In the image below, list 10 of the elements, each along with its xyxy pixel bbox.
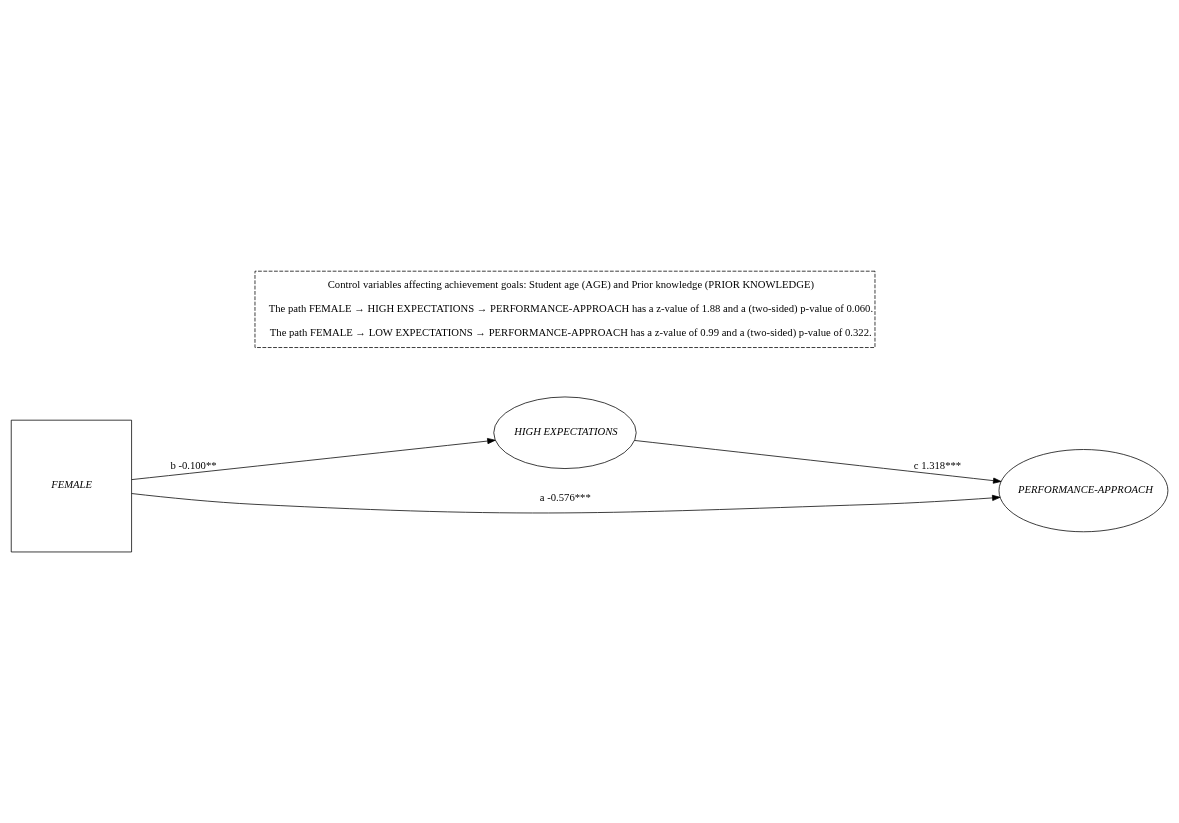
node-ellipse: PERFORMANCE-APPROACH xyxy=(998,449,1169,533)
arrow xyxy=(634,440,1002,484)
arrow xyxy=(131,438,496,480)
edge-label: a -0.576*** xyxy=(539,492,591,504)
node-box: FEMALE xyxy=(10,419,132,553)
arrow xyxy=(131,493,1001,514)
node-box: Control variables affecting achievement goals: Student age (AGE) and Prior knowledge (PRIOR KNOWLEDGE) The path FEMALE → HIGH EXPECTATIONS → PERFORMANCE-APPROACH has a z-value of 1.88 and a (two-sided) p-value of 0.060. The path FEMALE → LOW EXPECTATIONS → PERFORMANCE-APPROACH has a z-value of 0.99 and a (two-sided) p-value of 0.322. xyxy=(254,270,876,348)
edge-label: c 1.318*** xyxy=(913,460,962,472)
node-ellipse: HIGH EXPECTATIONS xyxy=(493,396,637,469)
edge-label: b -0.100** xyxy=(170,460,217,472)
